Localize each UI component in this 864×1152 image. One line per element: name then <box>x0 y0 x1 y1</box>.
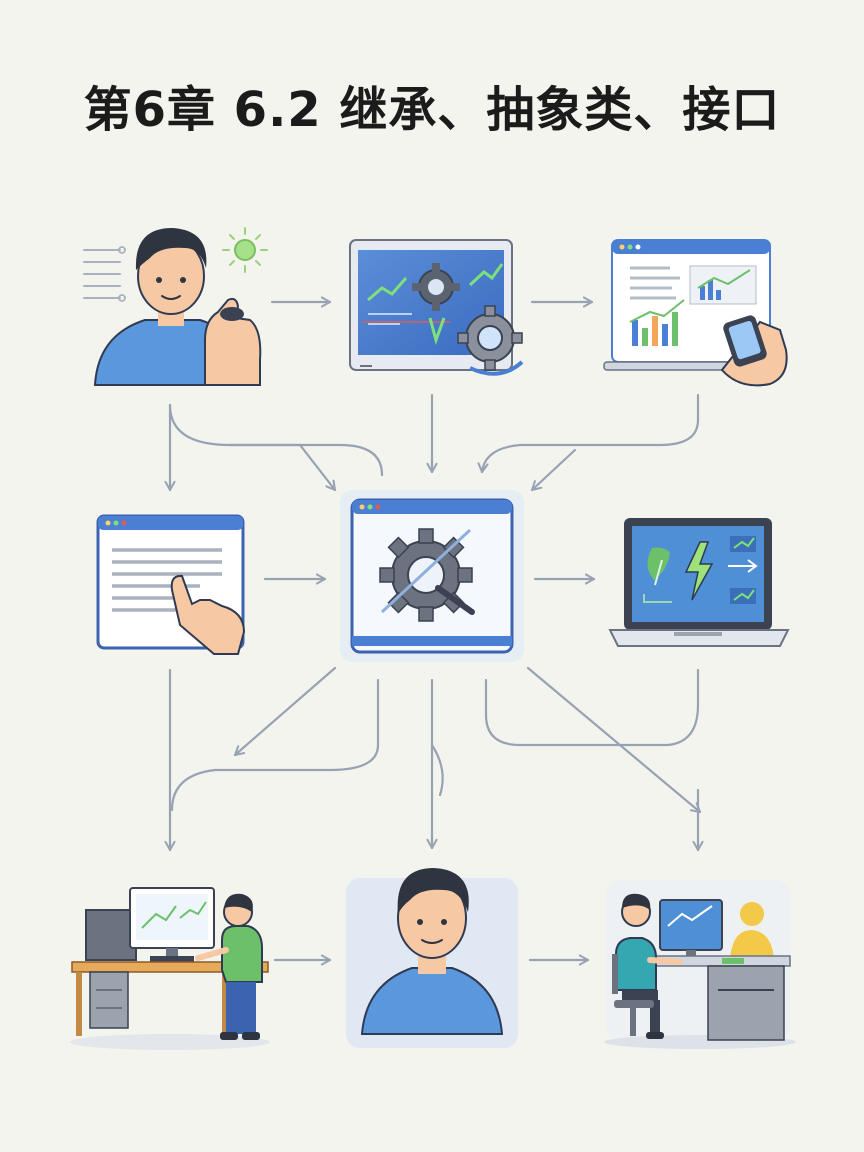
arrow-c-left2 <box>170 678 380 812</box>
office-workers-icon <box>604 880 796 1049</box>
arrow-p3-center <box>482 393 700 474</box>
document-touch-icon <box>96 514 246 655</box>
arrow-p3-c2 <box>530 448 577 492</box>
arrow-c-wave <box>430 743 444 797</box>
page-title: 第6章 6.2 继承、抽象类、接口 <box>83 82 781 138</box>
developer-desk-icon <box>70 887 270 1050</box>
gear-monitor-icon <box>349 239 524 376</box>
user-avatar-icon <box>346 868 518 1048</box>
arrow-c-right2 <box>484 668 700 747</box>
arrow-p1-center-b <box>228 443 384 477</box>
arrow-c-left <box>233 666 337 757</box>
arrow-p1-center <box>168 403 337 492</box>
dashboard-phone-icon <box>603 239 788 387</box>
waving-person-icon <box>83 227 268 386</box>
settings-window-icon <box>340 490 524 662</box>
arrow-c-right <box>526 666 702 814</box>
energy-laptop-icon <box>608 518 790 647</box>
